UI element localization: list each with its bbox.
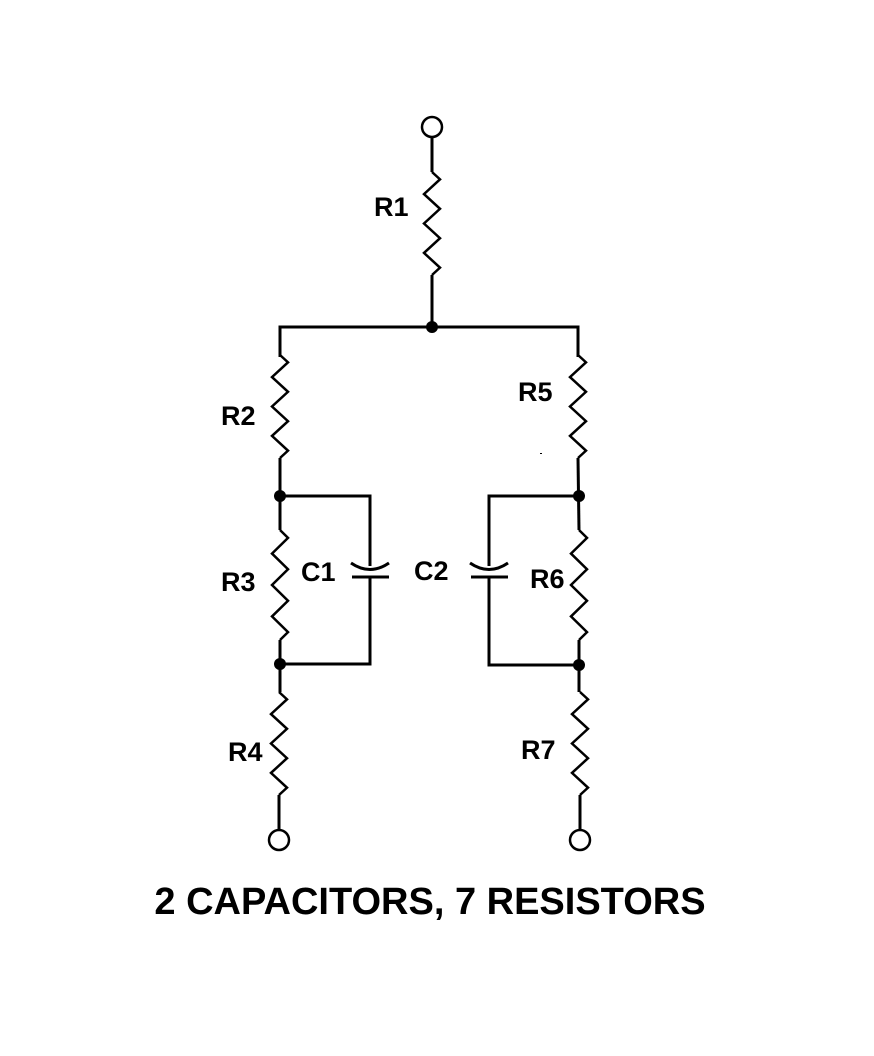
- label-r4: R4: [228, 737, 263, 767]
- wire-c2-loop-bottom: [487, 577, 579, 667]
- wire-c2-loop-top: [487, 494, 579, 566]
- resistor-r7: [570, 691, 590, 796]
- label-r1: R1: [374, 192, 409, 222]
- capacitor-c2-curved-plate: [469, 561, 509, 571]
- label-c2: C2: [414, 556, 449, 586]
- wire-top-bus: [278, 325, 580, 357]
- resistor-zigzag: [270, 354, 290, 459]
- label-r5: R5: [518, 377, 553, 407]
- terminal-bottom-left: [267, 828, 291, 852]
- terminal-bottom-right: [568, 828, 592, 852]
- resistor-r1: [422, 171, 442, 276]
- resistor-zigzag: [270, 529, 290, 641]
- resistor-r5: [568, 354, 588, 459]
- resistor-zigzag: [568, 354, 588, 459]
- diagram-title: 2 CAPACITORS, 7 RESISTORS: [154, 881, 706, 923]
- wire-c1-loop-bottom: [280, 577, 372, 666]
- resistor-zigzag: [570, 691, 590, 796]
- stray-mark: [540, 453, 542, 454]
- resistor-r2: [270, 354, 290, 459]
- label-r3: R3: [221, 567, 256, 597]
- label-r6: R6: [530, 564, 565, 594]
- capacitor-c1-curved-plate: [350, 561, 390, 571]
- resistor-zigzag: [569, 529, 589, 641]
- wire-c1-loop-top: [280, 494, 372, 566]
- resistor-r3: [270, 529, 290, 641]
- resistor-r6: [569, 529, 589, 641]
- label-r7: R7: [521, 735, 556, 765]
- capacitor-c2: [469, 561, 509, 579]
- terminal-top: [420, 115, 444, 139]
- resistor-r4: [269, 691, 289, 796]
- label-r2: R2: [221, 401, 256, 431]
- capacitor-c1: [350, 561, 390, 579]
- label-c1: C1: [301, 557, 336, 587]
- resistor-zigzag: [422, 171, 442, 276]
- resistor-zigzag: [269, 691, 289, 796]
